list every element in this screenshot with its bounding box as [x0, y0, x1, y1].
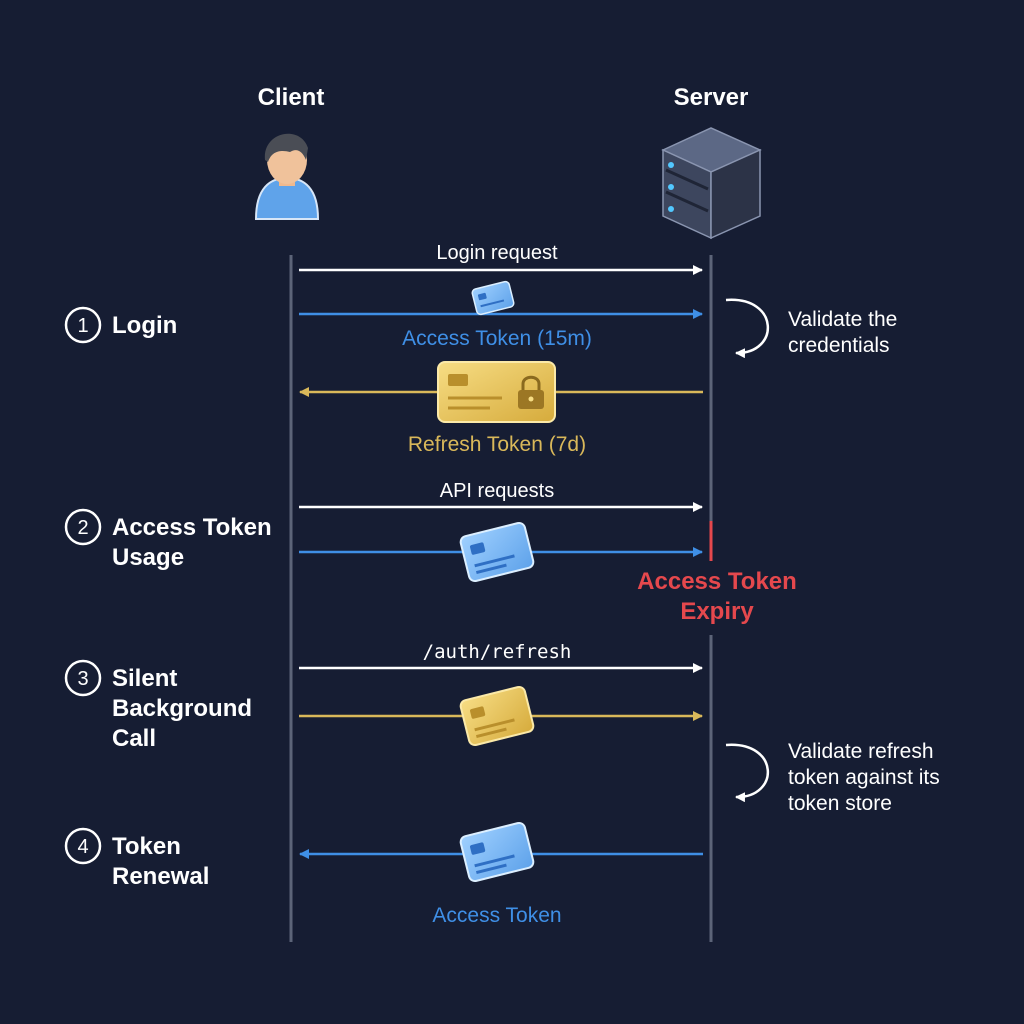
api-requests-label: API requests: [440, 480, 555, 502]
access-token-label: Access Token: [432, 904, 561, 927]
step-3: 3 Silent Background Call: [64, 659, 252, 752]
client-label: Client: [258, 84, 325, 111]
step-number: 2: [77, 517, 88, 539]
validate-credentials-note-line-1: Validate the: [788, 308, 897, 331]
refresh-token-card-icon: [437, 361, 556, 423]
step-title-line-2: Background: [112, 695, 252, 722]
token-card-icon: [459, 521, 535, 583]
lock-icon: [518, 375, 544, 409]
token-card-icon: [471, 280, 515, 316]
login-request-label: Login request: [436, 242, 558, 264]
expiry-note-line-1: Access Token: [637, 568, 797, 595]
step-number-badge: [64, 508, 102, 546]
refresh-token-card-icon: [459, 685, 535, 747]
validate-credentials-note-line-2: credentials: [788, 334, 890, 357]
step-1: 1 Login: [64, 306, 177, 344]
step-title-line-2: Renewal: [112, 863, 209, 890]
server-label: Server: [674, 84, 749, 111]
step-2: 2 Access Token Usage: [64, 508, 272, 571]
validate-loop-arrow-1: [725, 298, 770, 359]
token-card-icon: [459, 821, 535, 883]
step-4: 4 Token Renewal: [64, 827, 209, 890]
step-number: 4: [77, 836, 88, 858]
expiry-note-line-2: Expiry: [680, 598, 754, 625]
validate-loop-arrow-2: [725, 743, 770, 803]
server-icon: [661, 127, 762, 240]
step-title-line-2: Usage: [112, 544, 184, 571]
validate-refresh-note-line-3: token store: [788, 792, 892, 815]
step-title-line-1: Silent: [112, 665, 177, 692]
user-icon: [254, 133, 320, 220]
step-title-line-1: Token: [112, 833, 181, 860]
step-number: 1: [77, 315, 88, 337]
step-number-badge: [64, 306, 102, 344]
validate-refresh-note-line-2: token against its: [788, 766, 940, 789]
step-title: Login: [112, 312, 177, 339]
step-title-line-3: Call: [112, 725, 156, 752]
step-number-badge: [64, 827, 102, 865]
step-number-badge: [64, 659, 102, 697]
auth-refresh-label: /auth/refresh: [423, 641, 572, 663]
refresh-token-7d-label: Refresh Token (7d): [408, 433, 586, 456]
step-number: 3: [77, 668, 88, 690]
step-title-line-1: Access Token: [112, 514, 272, 541]
access-token-15m-label: Access Token (15m): [402, 327, 592, 350]
validate-refresh-note-line-1: Validate refresh: [788, 740, 934, 763]
